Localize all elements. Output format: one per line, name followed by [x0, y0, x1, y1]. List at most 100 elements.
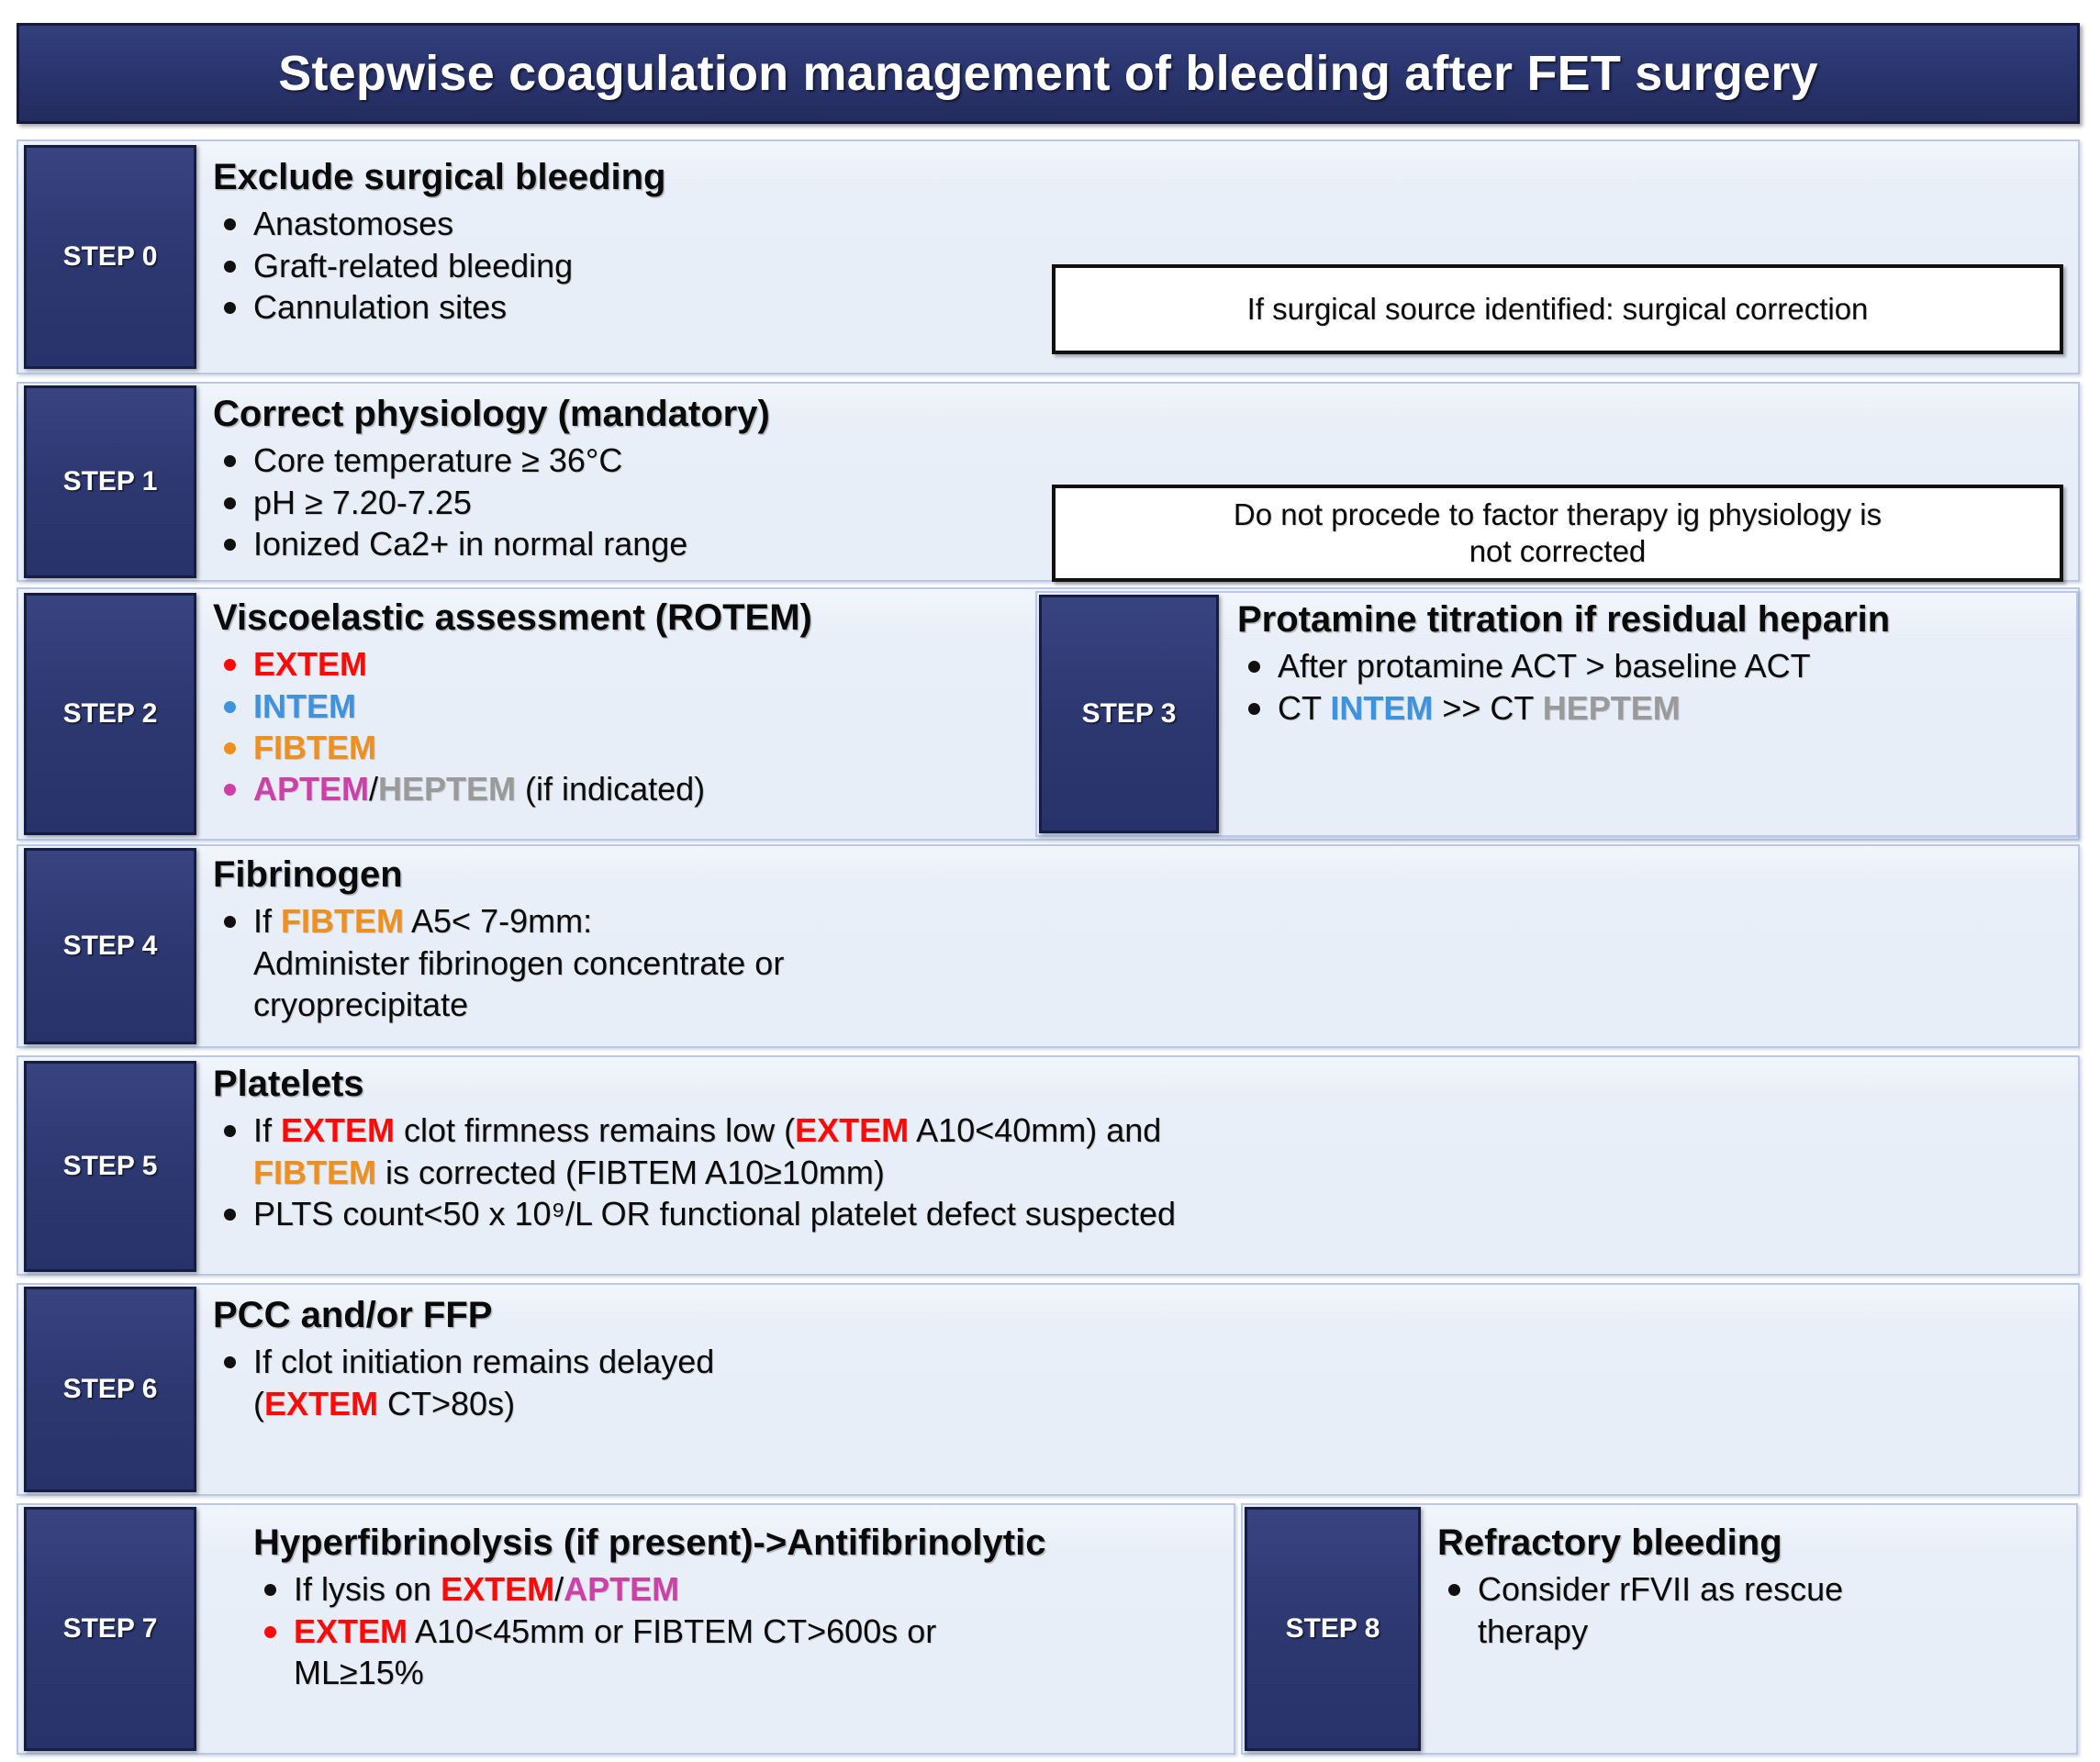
step-7-tag-label: STEP 7	[62, 1613, 158, 1644]
heptem-label: HEPTEM	[378, 770, 517, 809]
aptem-label: APTEM	[564, 1570, 680, 1609]
step-5-tag: STEP 5	[24, 1061, 196, 1272]
list-item: EXTEM A10<45mm or FIBTEM CT>600s or ML≥1…	[253, 1611, 1234, 1694]
step-2-bullet4-tail: (if indicated)	[516, 770, 706, 809]
step-1-content: Correct physiology (mandatory) Core temp…	[213, 394, 1094, 564]
step-8-tag-label: STEP 8	[1285, 1613, 1380, 1644]
step-4-if-prefix: If	[253, 902, 282, 941]
list-item: If lysis on EXTEM/APTEM	[253, 1568, 1234, 1610]
list-item: Ionized Ca2+ in normal range	[213, 523, 1094, 564]
list-item: CT INTEM >> CT HEPTEM	[1237, 687, 2082, 729]
step-3-content: Protamine titration if residual heparin …	[1237, 599, 2082, 729]
step-2-heading: Viscoelastic assessment (ROTEM)	[213, 597, 812, 638]
step-7-thresholds: A10<45mm or FIBTEM CT>600s or	[408, 1611, 937, 1650]
step-5-if-prefix: If	[253, 1111, 282, 1150]
step-7-line-2: ML≥15%	[294, 1653, 424, 1691]
step-4-tag-label: STEP 4	[62, 931, 158, 961]
step-3-tag: STEP 3	[1039, 595, 1219, 833]
step-6-bullet-list: If clot initiation remains delayed (EXTE…	[213, 1341, 1223, 1424]
step-1-callout-note: Do not procede to factor therapy ig phys…	[1052, 485, 2063, 582]
step-1-tag: STEP 1	[24, 385, 196, 578]
fibtem-label: FIBTEM	[253, 728, 376, 766]
step-2-tag: STEP 2	[24, 593, 196, 835]
list-item: Core temperature ≥ 36°C	[213, 440, 1094, 481]
step-8-content: Refractory bleeding Consider rFVII as re…	[1437, 1522, 2080, 1652]
step-8-line-2: therapy	[1478, 1611, 1589, 1650]
step-0-bullet-list: Anastomoses Graft-related bleeding Cannu…	[213, 203, 1094, 328]
step-2-tag-label: STEP 2	[62, 698, 158, 729]
list-item: Cannulation sites	[213, 286, 1094, 328]
list-item: INTEM	[213, 686, 1039, 727]
extem-label: EXTEM	[795, 1111, 910, 1150]
extem-label: EXTEM	[281, 1111, 396, 1150]
step-1-note-line-2: not corrected	[1469, 534, 1647, 568]
list-item: If EXTEM clot firmness remains low (EXTE…	[213, 1110, 1681, 1193]
step-1-note-line-1: Do not procede to factor therapy ig phys…	[1233, 497, 1882, 532]
step-6-ct-threshold: CT>80s)	[378, 1384, 516, 1422]
step-7-panel	[17, 1503, 1235, 1755]
step-4-tag: STEP 4	[24, 848, 196, 1044]
step-0-heading: Exclude surgical bleeding	[213, 157, 666, 197]
step-4-heading: Fibrinogen	[213, 854, 403, 895]
step-7-content: Hyperfibrinolysis (if present)->Antifibr…	[253, 1523, 1234, 1693]
step-6-panel	[17, 1283, 2080, 1496]
page-title: Stepwise coagulation management of bleed…	[278, 46, 1818, 101]
step-0-note-text: If surgical source identified: surgical …	[1246, 292, 1869, 327]
step-5-mid-text: clot firmness remains low (	[395, 1111, 796, 1150]
list-item: If clot initiation remains delayed (EXTE…	[213, 1341, 1223, 1424]
step-5-tag-label: STEP 5	[62, 1151, 158, 1181]
step-0-callout-note: If surgical source identified: surgical …	[1052, 264, 2063, 354]
step-0-tag-label: STEP 0	[62, 241, 158, 272]
step-8-line-1: Consider rFVII as rescue	[1478, 1570, 1844, 1609]
step-6-paren-open: (	[253, 1384, 264, 1422]
list-item: PLTS count<50 x 10⁹/L OR functional plat…	[213, 1193, 1681, 1234]
step-4-threshold: A5< 7-9mm:	[404, 902, 593, 941]
heptem-label: HEPTEM	[1542, 688, 1681, 727]
step-2-bullet-list: EXTEM INTEM FIBTEM APTEM/HEPTEM (if indi…	[213, 643, 1039, 809]
list-item: After protamine ACT > baseline ACT	[1237, 645, 2082, 686]
step-4-panel	[17, 844, 2080, 1048]
extem-label: EXTEM	[294, 1611, 408, 1650]
step-3-heading: Protamine titration if residual heparin	[1237, 599, 1891, 640]
diagram-title-bar: Stepwise coagulation management of bleed…	[17, 23, 2080, 124]
step-0-tag: STEP 0	[24, 145, 196, 369]
step-7-tag: STEP 7	[24, 1507, 196, 1751]
step-3-tag-label: STEP 3	[1081, 698, 1177, 729]
step-7-heading: Hyperfibrinolysis (if present)->Antifibr…	[253, 1523, 1046, 1563]
fibtem-label: FIBTEM	[253, 1153, 376, 1191]
list-item: Anastomoses	[213, 203, 1094, 244]
step-1-heading: Correct physiology (mandatory)	[213, 394, 770, 434]
step-5-line-2: FIBTEM is corrected (FIBTEM A10≥10mm)	[253, 1152, 1681, 1193]
step-8-tag: STEP 8	[1245, 1507, 1421, 1751]
step-8-bullet-list: Consider rFVII as rescue therapy	[1437, 1568, 2080, 1652]
list-item: EXTEM	[213, 643, 1039, 685]
separator-slash: /	[554, 1570, 564, 1609]
step-4-line-3: cryoprecipitate	[253, 985, 469, 1023]
list-item: Consider rFVII as rescue therapy	[1437, 1568, 2080, 1652]
step-5-line-2-tail: is corrected (FIBTEM A10≥10mm)	[375, 1153, 885, 1191]
step-1-bullet-list: Core temperature ≥ 36°C pH ≥ 7.20-7.25 I…	[213, 440, 1094, 564]
list-item: If FIBTEM A5< 7-9mm: Administer fibrinog…	[213, 900, 1223, 1025]
step-4-bullet-list: If FIBTEM A5< 7-9mm: Administer fibrinog…	[213, 900, 1223, 1025]
aptem-label: APTEM	[253, 770, 369, 809]
intem-label: INTEM	[1330, 688, 1434, 727]
step-7-lysis-prefix: If lysis on	[294, 1570, 441, 1609]
step-6-tag: STEP 6	[24, 1287, 196, 1492]
list-item: pH ≥ 7.20-7.25	[213, 482, 1094, 523]
intem-label: INTEM	[253, 686, 356, 725]
step-5-panel	[17, 1055, 2080, 1276]
extem-label: EXTEM	[253, 645, 368, 684]
step-5-threshold: A10<40mm) and	[909, 1111, 1162, 1150]
extem-label: EXTEM	[441, 1570, 555, 1609]
step-5-heading: Platelets	[213, 1064, 364, 1104]
step-3-bullet-list: After protamine ACT > baseline ACT CT IN…	[1237, 645, 2082, 729]
step-6-line-1: If clot initiation remains delayed	[253, 1343, 715, 1381]
extem-label: EXTEM	[264, 1384, 379, 1422]
step-1-note-text: Do not procede to factor therapy ig phys…	[1234, 496, 1882, 569]
list-item: Graft-related bleeding	[213, 245, 1094, 286]
list-item: FIBTEM	[213, 727, 1039, 768]
step-6-content: PCC and/or FFP If clot initiation remain…	[213, 1295, 1223, 1424]
list-item: APTEM/HEPTEM (if indicated)	[213, 768, 1039, 809]
step-4-line-2: Administer fibrinogen concentrate or	[253, 943, 785, 982]
step-5-content: Platelets If EXTEM clot firmness remains…	[213, 1064, 1681, 1234]
